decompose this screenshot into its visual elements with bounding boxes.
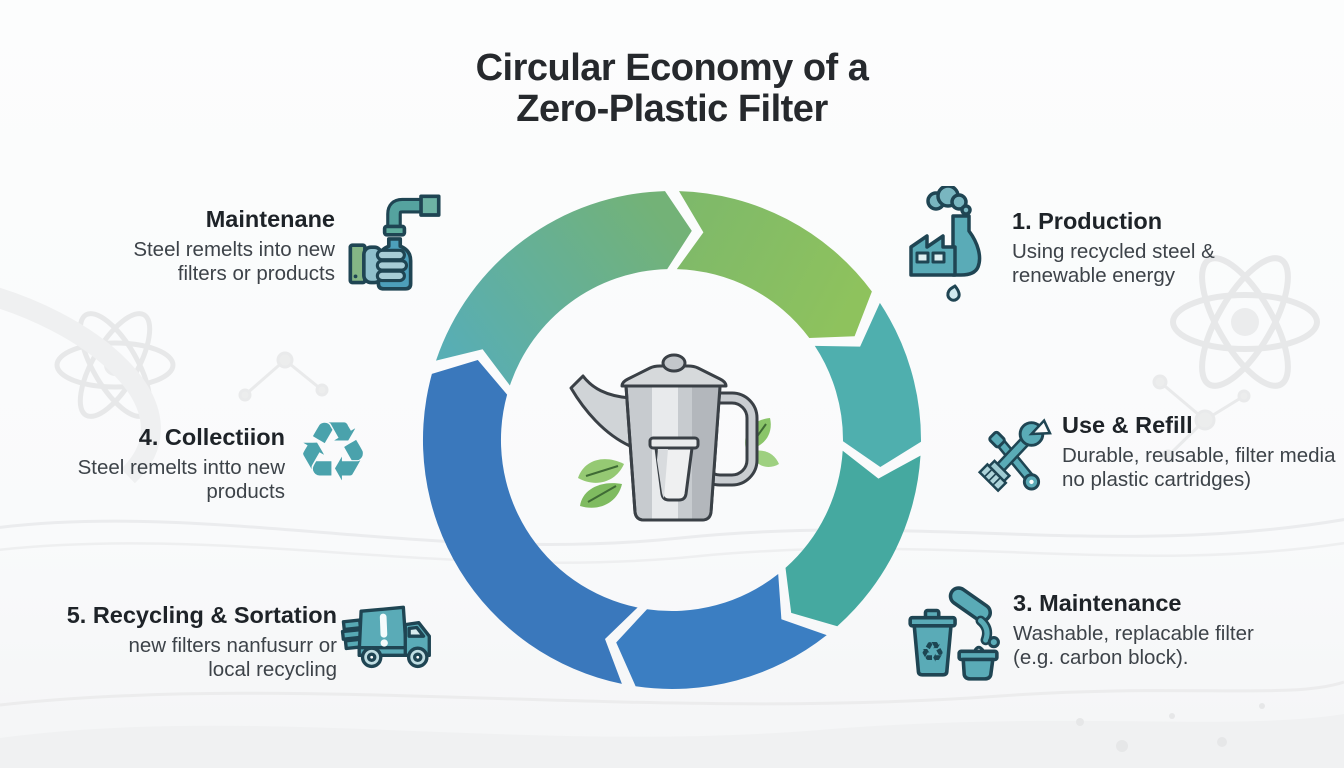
faucet-bottle-refill-icon [342,186,446,296]
step-heading: Maintenane [205,206,335,232]
step-recycling-sortation: 5. Recycling & Sortation new filters nan… [45,602,337,682]
factory-icon [903,184,995,304]
kettle-knob [661,353,687,373]
ring-segment-0 [436,191,692,386]
bin-pour-icon: ♻ [901,584,1003,686]
step-heading: 4. Collectiion [138,424,285,450]
step-maintenance-right: 3. Maintenance Washable, replacable filt… [1013,590,1313,670]
wave-line [0,680,1344,707]
step-heading: 1. Production [1012,208,1163,234]
step-use-refill: Use & Refill Durable, reusable, filter m… [1062,412,1344,492]
leaf-icon [578,459,624,508]
step-body: Using recycled steel & renewable energy [1012,240,1215,288]
ring-segment-5 [422,360,638,684]
ring-segment-4 [616,574,827,689]
molecule-network-icon [238,351,329,402]
step-production: 1. Production Using recycled steel & ren… [1012,208,1337,288]
recycle-arrows-icon: ♻ [296,405,370,500]
wrench-brush-tools-icon [971,409,1055,501]
wave-line [0,517,1344,547]
step-body: Steel remelts into new filters or produc… [133,238,335,286]
step-heading: Use & Refill [1062,412,1193,438]
molecule-network-icon [1152,374,1251,463]
step-collection: 4. Collectiion Steel remelts intto new p… [30,424,285,504]
atom-icon [1170,255,1320,389]
bottom-wave-band [0,714,1344,768]
kettle-spout [569,374,632,448]
step-heading: 3. Maintenance [1013,590,1182,616]
ring-segment-2 [814,302,922,467]
ring-segment-1 [676,191,872,338]
kettle-illustration [569,353,779,522]
step-body: Durable, reusable, filter media no plast… [1062,444,1336,492]
wave-line [0,287,161,484]
step-body: Steel remelts intto new products [77,456,285,504]
step-heading: 5. Recycling & Sortation [66,602,337,628]
recycling-truck-icon [340,594,436,686]
recycle-mark: ♻ [920,637,945,669]
step-maintenance-left: Maintenane Steel remelts into new filter… [10,206,335,286]
kettle-lid [620,364,728,388]
step-body: new filters nanfusurr or local recycling [128,634,337,682]
dots-cluster [1076,703,1265,752]
ring-segment-3 [785,450,921,627]
wave-line [0,541,1344,564]
step-body: Washable, replacable filter (e.g. carbon… [1013,622,1254,670]
page-title: Circular Economy of a Zero-Plastic Filte… [475,47,869,131]
